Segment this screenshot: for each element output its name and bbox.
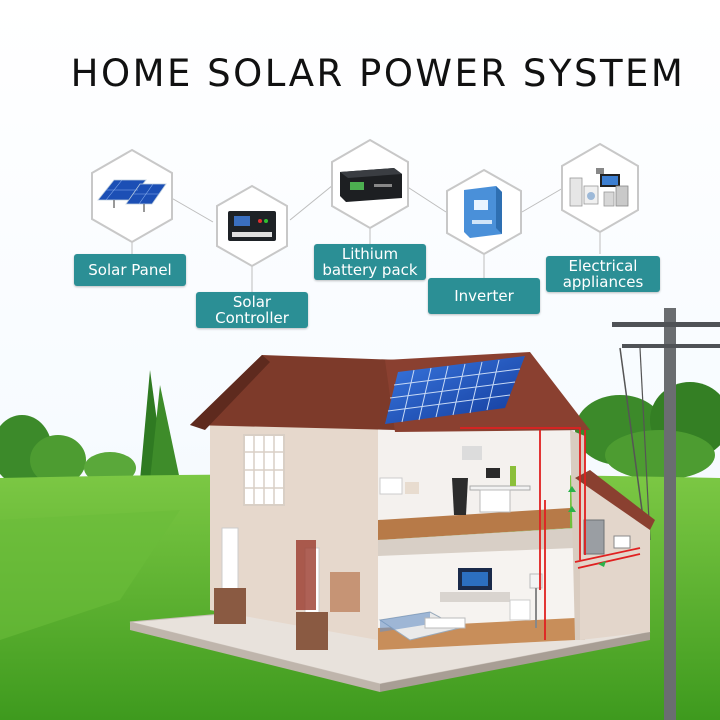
power-wiring — [460, 427, 641, 640]
house — [129, 352, 655, 692]
battery-pack-icon — [340, 168, 402, 202]
page-title: HOME SOLAR POWER SYSTEM — [70, 52, 686, 95]
label-solar-panel: Solar Panel — [74, 254, 186, 286]
label-battery-line1: Lithium — [341, 245, 399, 263]
roof-solar-array — [385, 356, 525, 424]
power-pole — [612, 308, 720, 720]
label-solar-controller-line1: Solar — [232, 293, 272, 311]
label-inverter-text: Inverter — [454, 287, 514, 305]
solar-panel-icon — [97, 179, 167, 212]
label-solar-panel-text: Solar Panel — [88, 261, 172, 279]
charge-controller-icon — [228, 211, 276, 241]
appliances-icon — [569, 168, 629, 207]
inverter-icon — [464, 186, 502, 238]
label-appliances-line2: appliances — [562, 273, 644, 291]
connector-lines — [131, 184, 601, 292]
hex-battery — [331, 138, 409, 230]
hex-inverter — [446, 168, 522, 256]
label-appliances: Electrical appliances — [546, 256, 660, 292]
label-inverter: Inverter — [428, 278, 540, 314]
label-battery-line2: battery pack — [322, 261, 418, 279]
hex-appliances — [561, 142, 639, 234]
label-solar-controller-line2: Controller — [215, 309, 289, 327]
hex-solar-panel — [91, 148, 173, 244]
label-battery: Lithium battery pack — [314, 244, 426, 280]
hex-solar-controller — [216, 184, 288, 268]
label-solar-controller: Solar Controller — [196, 292, 308, 328]
label-appliances-line1: Electrical — [568, 257, 638, 275]
